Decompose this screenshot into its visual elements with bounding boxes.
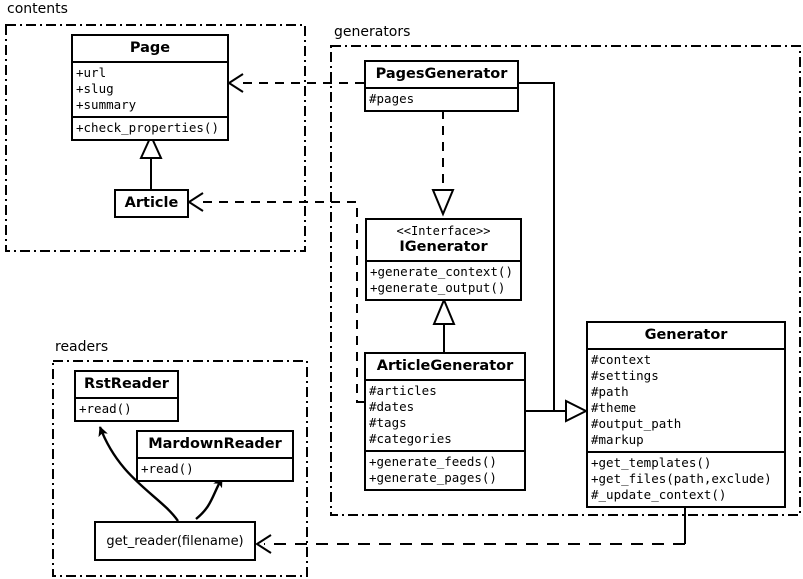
attribute: #theme — [591, 400, 637, 415]
attribute: #context — [591, 352, 652, 367]
method: #_update_context() — [591, 487, 727, 502]
attribute: +slug — [76, 81, 114, 96]
function-box-get-reader[interactable]: get_reader(filename) — [94, 521, 256, 561]
class-methods-mardownreader: +read() — [138, 457, 292, 480]
class-methods-generator: +get_templates() +get_files(path,exclude… — [588, 451, 784, 506]
method: +generate_context() — [370, 264, 513, 279]
attribute: +summary — [76, 97, 137, 112]
attribute: #dates — [369, 399, 415, 414]
class-attributes-generator: #context #settings #path #theme #output_… — [588, 348, 784, 451]
class-box-igenerator[interactable]: <<Interface>> IGenerator +generate_conte… — [365, 218, 522, 301]
class-name-pagesgenerator: PagesGenerator — [375, 66, 508, 82]
package-label-readers: readers — [52, 340, 112, 354]
class-box-articlegenerator[interactable]: ArticleGenerator #articles #dates #tags … — [364, 352, 526, 491]
class-attributes-pagesgenerator: #pages — [366, 87, 517, 110]
class-box-mardownreader[interactable]: MardownReader +read() — [136, 430, 294, 482]
relation-getreader-to-mardownreader — [195, 477, 224, 520]
class-box-pagesgenerator[interactable]: PagesGenerator #pages — [364, 60, 519, 112]
method: +get_files(path,exclude) — [591, 471, 772, 486]
class-name-articlegenerator: ArticleGenerator — [376, 358, 514, 374]
relation-articlegenerator-to-igenerator — [432, 297, 456, 352]
attribute: #tags — [369, 415, 407, 430]
relation-generator-to-getreader — [255, 510, 686, 554]
class-name-rstreader: RstReader — [84, 376, 169, 392]
package-label-generators: generators — [331, 25, 414, 39]
class-box-article[interactable]: Article — [114, 189, 189, 218]
method: +read() — [141, 461, 194, 476]
method: +check_properties() — [76, 120, 219, 135]
method: +generate_feeds() — [369, 454, 497, 469]
relation-article-to-page — [139, 133, 163, 189]
method: +read() — [79, 401, 132, 416]
attribute: #categories — [369, 431, 452, 446]
relation-pagesgenerator-to-page — [227, 73, 364, 93]
relation-pagesgenerator-to-igenerator — [431, 110, 455, 217]
attribute: #pages — [369, 91, 415, 106]
class-name-igenerator: IGenerator — [399, 239, 488, 255]
package-label-contents: contents — [4, 2, 71, 16]
class-box-page[interactable]: Page +url +slug +summary +check_properti… — [71, 34, 229, 141]
class-stereotype-igenerator: <<Interface>> — [396, 224, 491, 238]
function-label-get-reader: get_reader(filename) — [106, 533, 244, 549]
attribute: #articles — [369, 383, 437, 398]
class-attributes-page: +url +slug +summary — [73, 61, 227, 116]
attribute: #markup — [591, 432, 644, 447]
class-name-mardownreader: MardownReader — [148, 436, 282, 452]
class-box-generator[interactable]: Generator #context #settings #path #them… — [586, 321, 786, 508]
attribute: #path — [591, 384, 629, 399]
relation-pagesgenerator-to-generator — [519, 82, 568, 412]
class-attributes-articlegenerator: #articles #dates #tags #categories — [366, 379, 524, 450]
class-name-page: Page — [129, 40, 171, 56]
class-methods-articlegenerator: +generate_feeds() +generate_pages() — [366, 450, 524, 489]
class-methods-page: +check_properties() — [73, 116, 227, 139]
attribute: +url — [76, 65, 107, 80]
attribute: #settings — [591, 368, 659, 383]
method: +get_templates() — [591, 455, 712, 470]
class-name-generator: Generator — [644, 327, 728, 343]
method: +generate_output() — [370, 280, 506, 295]
relation-articlegenerator-to-generator — [526, 399, 589, 423]
relation-articlegenerator-to-article — [187, 192, 364, 403]
class-name-article: Article — [124, 195, 179, 211]
class-methods-rstreader: +read() — [76, 397, 177, 420]
attribute: #output_path — [591, 416, 682, 431]
method: +generate_pages() — [369, 470, 497, 485]
class-box-rstreader[interactable]: RstReader +read() — [74, 370, 179, 422]
class-methods-igenerator: +generate_context() +generate_output() — [367, 260, 520, 299]
